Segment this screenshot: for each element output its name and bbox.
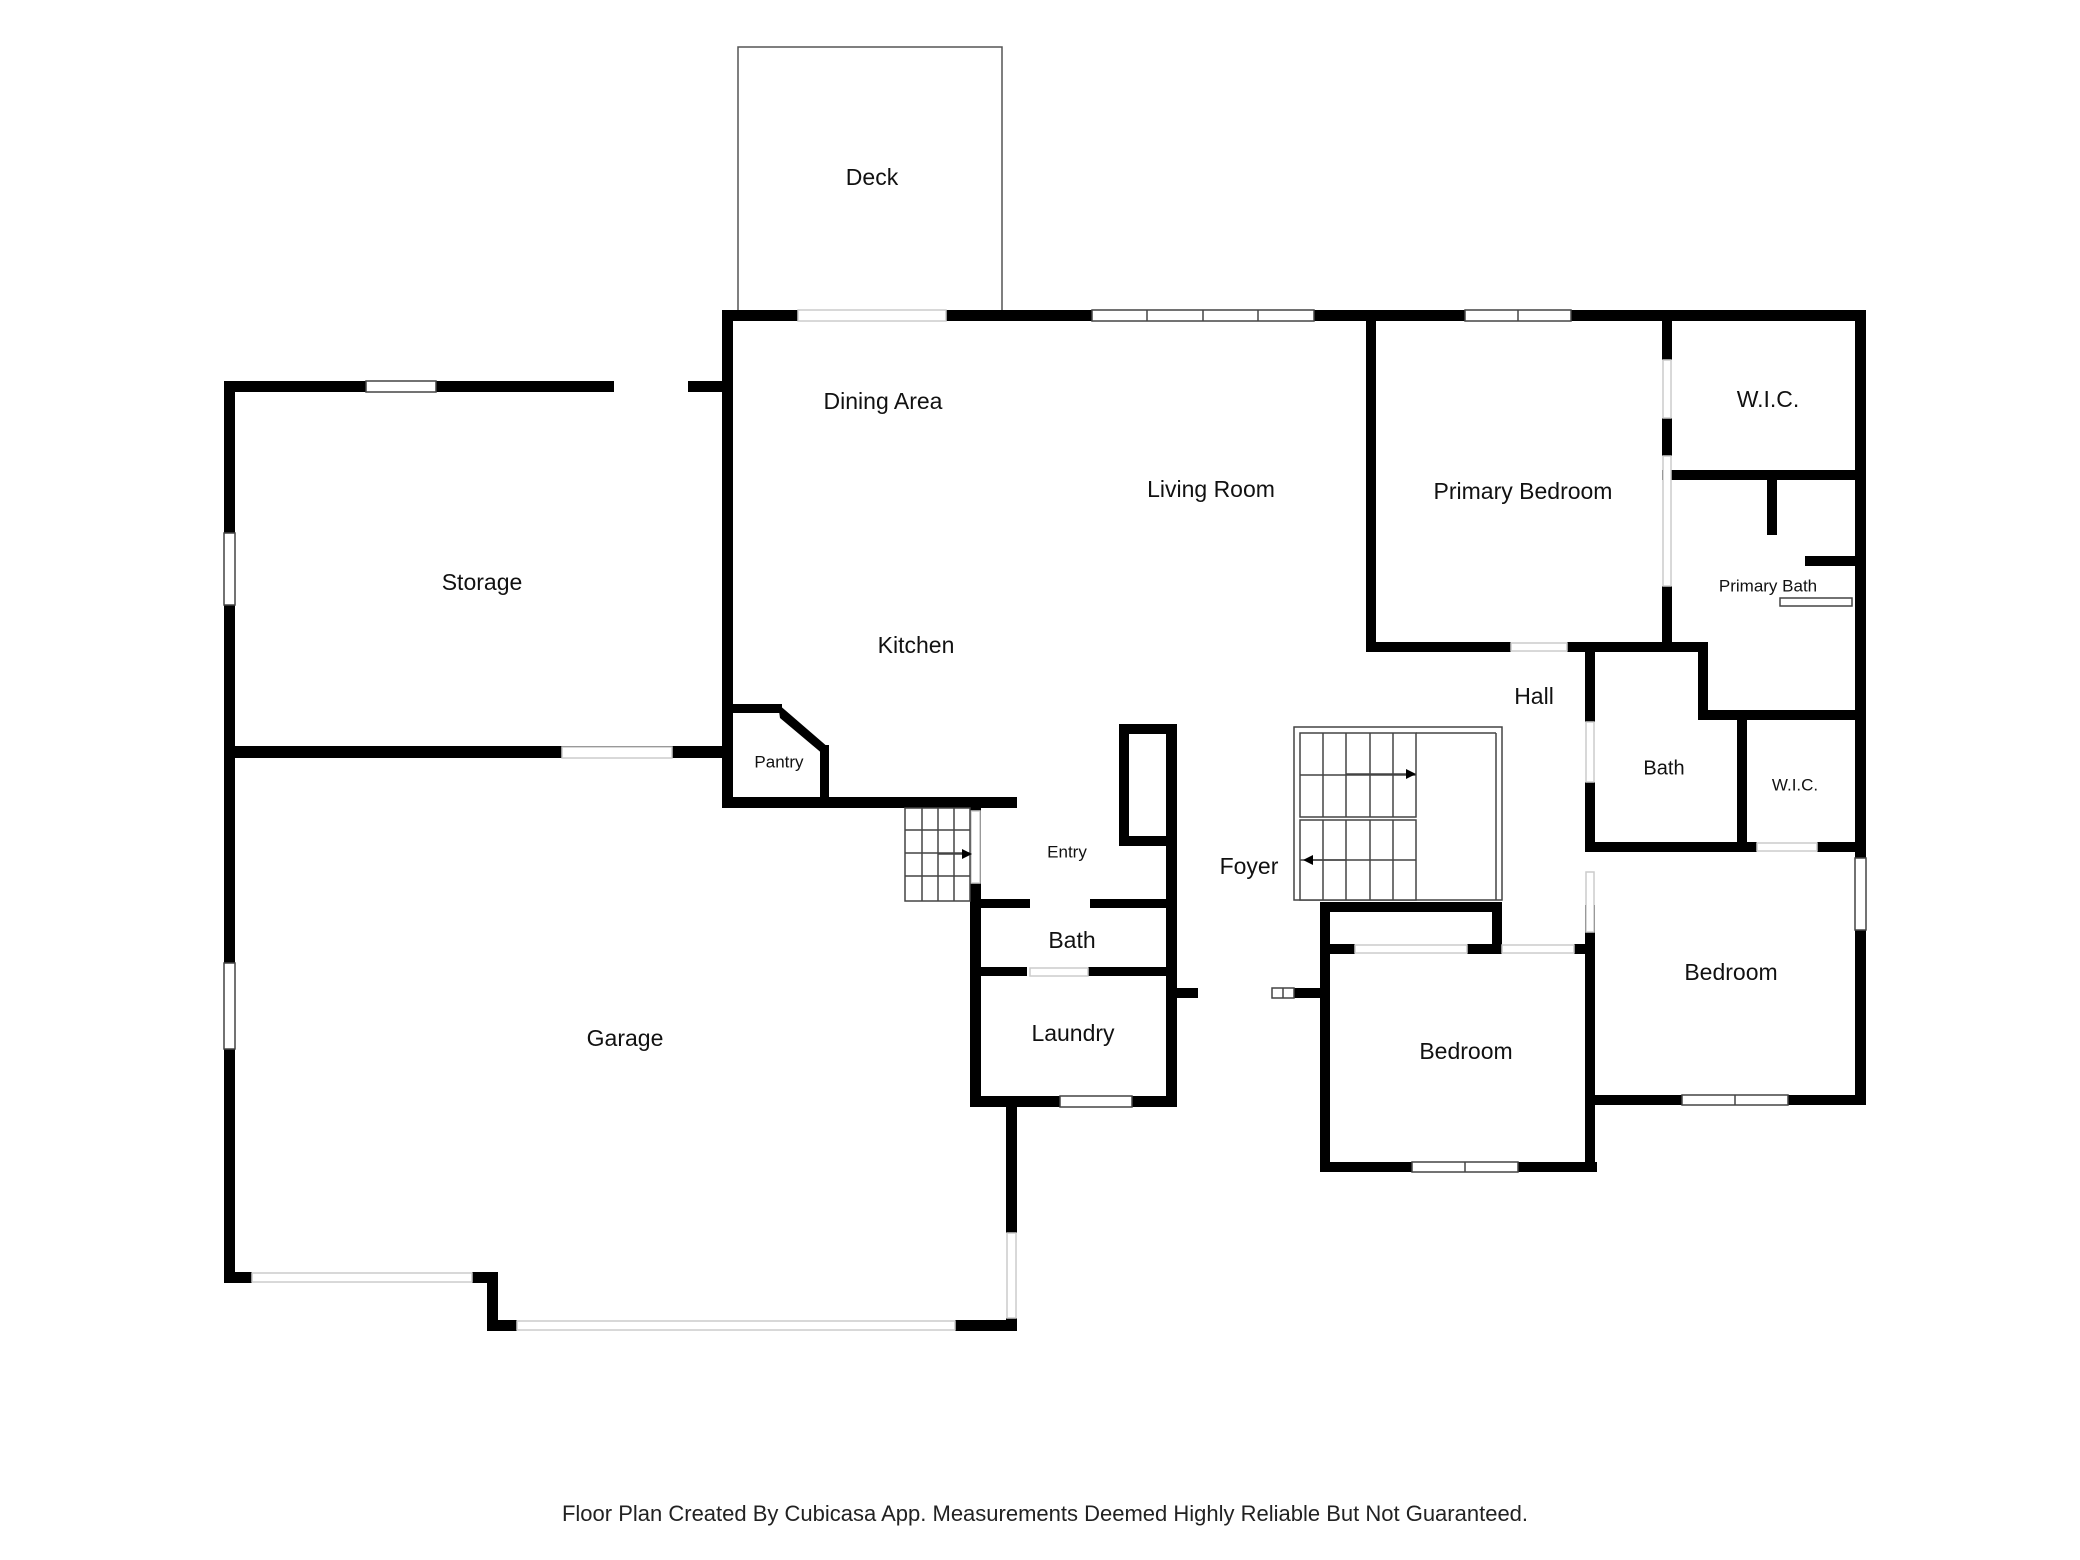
stairs-foyer <box>1293 726 1503 901</box>
label-entry: Entry <box>1047 842 1087 861</box>
label-foyer: Foyer <box>1220 853 1279 879</box>
walls <box>224 310 1866 1331</box>
label-laundry: Laundry <box>1031 1020 1115 1046</box>
label-bedroom-2: Bedroom <box>1684 959 1777 985</box>
windows <box>223 309 1867 1173</box>
label-wic-bedroom: W.I.C. <box>1772 775 1818 794</box>
label-bath-entry: Bath <box>1048 927 1095 953</box>
label-storage: Storage <box>442 569 523 595</box>
label-garage: Garage <box>587 1025 664 1051</box>
label-hall: Hall <box>1514 683 1554 709</box>
label-wic-primary: W.I.C. <box>1737 386 1800 412</box>
label-dining-area: Dining Area <box>824 388 943 414</box>
label-living-room: Living Room <box>1147 476 1275 502</box>
openings <box>251 309 1818 1331</box>
floor-plan-caption: Floor Plan Created By Cubicasa App. Meas… <box>562 1501 1528 1526</box>
label-primary-bath: Primary Bath <box>1719 576 1817 595</box>
label-bedroom-1: Bedroom <box>1419 1038 1512 1064</box>
deck-outline <box>737 46 1003 314</box>
label-pantry: Pantry <box>754 752 804 771</box>
label-primary-bedroom: Primary Bedroom <box>1434 478 1613 504</box>
label-bath-hall: Bath <box>1643 757 1684 779</box>
room-labels: Deck Dining Area Living Room Primary Bed… <box>442 164 1818 1064</box>
label-deck: Deck <box>846 164 899 190</box>
stairs-left <box>904 807 972 902</box>
label-kitchen: Kitchen <box>878 632 955 658</box>
